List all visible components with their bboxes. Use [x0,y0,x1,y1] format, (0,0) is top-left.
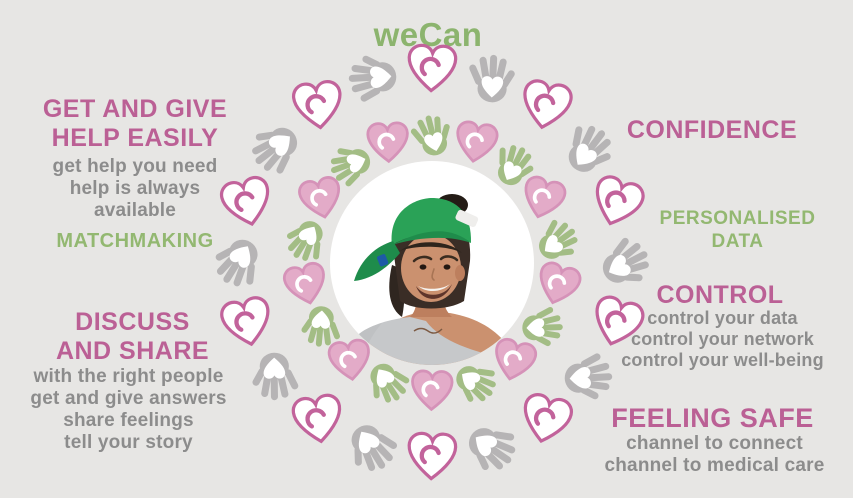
get-give-body: get help you need help is always availab… [25,156,245,222]
green-hand-icon [320,135,379,194]
pink-heart-icon [449,116,502,169]
feeling-safe-heading: FEELING SAFE [611,403,814,433]
pink-heart-icon [324,335,376,387]
get-give-heading-line1: GET AND GIVE [42,95,228,123]
discuss-body: with the right people get and give answe… [12,366,245,454]
feeling-safe-body-line: channel to medical care [604,455,825,476]
center-portrait-photo [330,161,534,365]
green-hand-icon [404,107,460,163]
white-heart-icon [514,74,577,137]
personalised-line1: PERSONALISED [659,208,816,229]
gray-hand-icon [248,350,303,405]
pink-heart-icon [529,257,586,314]
white-heart-icon [583,289,650,356]
get-give-body-line: available [93,200,177,221]
control-body-line: control your well-being [621,350,824,370]
personalised-data-label: PERSONALISED DATA [645,207,830,253]
control-heading: CONTROL [656,281,784,309]
discuss-body-line: with the right people [33,366,224,387]
get-give-heading: GET AND GIVE HELP EASILY [25,95,245,153]
discuss-body-line: tell your story [64,432,193,453]
pink-heart-icon [278,258,333,313]
discuss-heading: DISCUSS AND SHARE [20,308,245,366]
white-heart-icon [215,291,279,355]
gray-hand-icon [560,349,617,406]
white-heart-icon [404,429,460,485]
green-hand-icon [274,209,337,272]
white-heart-icon [287,389,348,450]
gray-hand-icon [551,111,627,187]
green-hand-icon [483,134,545,196]
portrait-illustration [342,194,518,365]
feeling-safe-body: channel to connect channel to medical ca… [592,433,837,477]
gray-hand-icon [201,226,275,300]
discuss-heading-line2: AND SHARE [55,337,210,365]
gray-hand-icon [454,410,529,485]
pink-heart-icon [487,333,543,389]
feeling-safe-body-line: channel to connect [626,433,803,454]
gray-hand-icon [343,50,400,107]
gray-hand-icon [464,50,520,106]
white-heart-icon [582,169,650,237]
confidence-label: CONFIDENCE [626,116,798,144]
get-give-heading-line2: HELP EASILY [51,124,219,152]
gray-hand-icon [590,227,663,300]
get-give-body-line: get help you need [52,156,218,177]
white-heart-icon [404,41,460,97]
green-hand-icon [356,351,420,415]
pink-heart-icon [294,172,349,227]
get-give-body-line: help is always [69,178,201,199]
matchmaking-label: MATCHMAKING [56,230,214,252]
green-hand-icon [526,209,590,273]
control-body-line: control your network [630,329,814,349]
white-heart-icon [288,76,348,136]
control-body: control your data control your network c… [605,308,840,371]
gray-hand-icon [237,111,313,187]
green-hand-icon [444,351,508,415]
green-hand-icon [519,303,567,351]
green-hand-icon [296,302,346,352]
personalised-line2: DATA [711,231,764,252]
discuss-body-line: get and give answers [30,388,227,409]
white-heart-icon [215,171,280,236]
pink-heart-icon [364,119,412,167]
pink-heart-icon [408,367,455,414]
discuss-body-line: share feelings [63,410,194,431]
gray-hand-icon [335,410,409,484]
white-heart-icon [514,388,579,453]
pink-heart-icon [514,171,571,228]
control-body-line: control your data [647,308,798,328]
discuss-heading-line1: DISCUSS [75,308,190,336]
